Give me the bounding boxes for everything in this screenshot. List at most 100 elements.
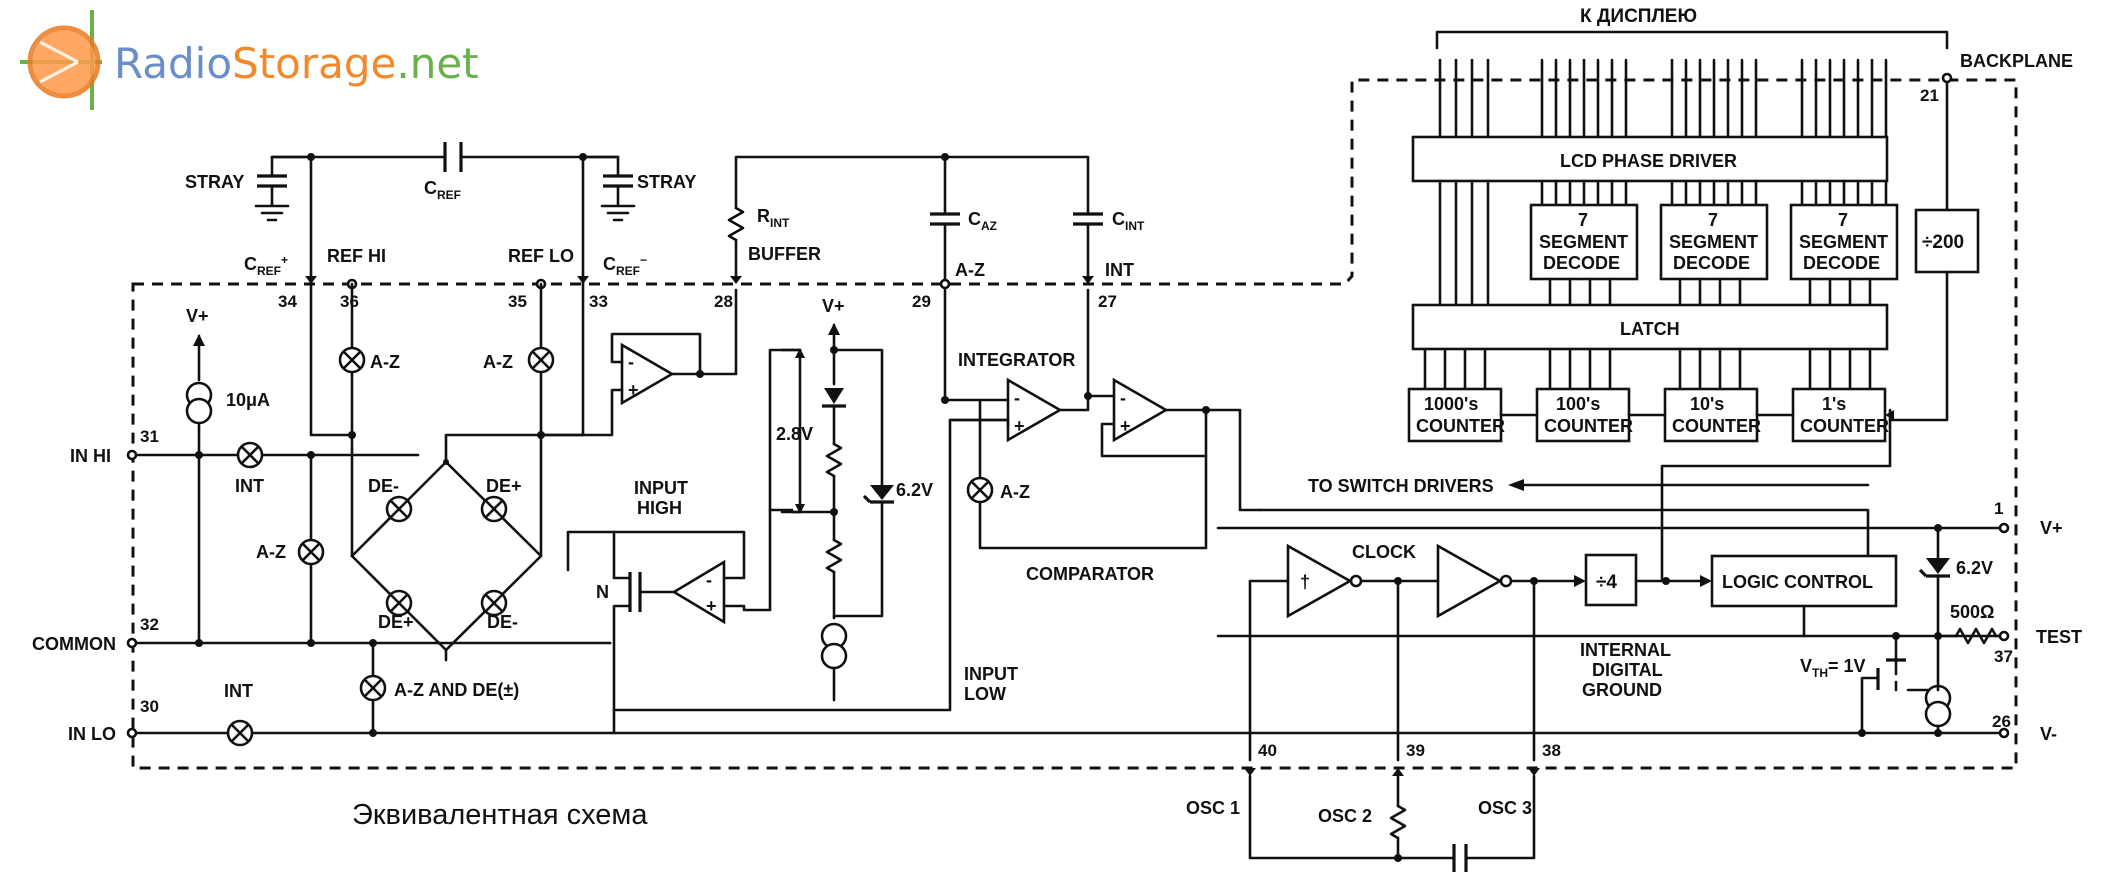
osc-external	[1244, 768, 1540, 872]
label-vplus-ref: V+	[822, 296, 845, 316]
pin-39: 39	[1406, 741, 1425, 760]
pin-34: 34	[278, 292, 297, 311]
counter-blocks: 1000's COUNTER 100's COUNTER 10's COUNTE…	[1407, 387, 1894, 443]
pin-26: 26	[1992, 712, 2011, 731]
label-input-high-1: INPUT	[634, 478, 688, 498]
label-test: TEST	[2036, 627, 2082, 647]
display-bus-lines	[1438, 58, 1888, 145]
label-osc2: OSC 2	[1318, 806, 1372, 826]
label-cref-minus: CREF−	[603, 253, 647, 278]
label-az-reflo: A-Z	[483, 352, 513, 372]
label-in-hi: IN HI	[70, 446, 111, 466]
label-stray-left: STRAY	[185, 172, 244, 192]
pin-30: 30	[140, 697, 159, 716]
label-internal-3: GROUND	[1582, 680, 1662, 700]
label-internal-2: DIGITAL	[1592, 660, 1663, 680]
seg1-line2: DECODE	[1543, 253, 1620, 273]
seg2-num: 7	[1708, 210, 1718, 230]
cnt1-l2: COUNTER	[1800, 416, 1889, 436]
seg3-num: 7	[1838, 210, 1848, 230]
de-bridge	[309, 281, 585, 662]
label-de-minus-2: DE-	[487, 612, 518, 632]
svg-text:+: +	[628, 380, 639, 400]
backplane-pin	[1941, 72, 1953, 84]
svg-text:-: -	[706, 570, 712, 590]
label-vth: VTH= 1V	[1800, 656, 1866, 680]
svg-text:+: +	[706, 596, 717, 616]
label-int-switch: INT	[235, 476, 264, 496]
pin-1: 1	[1994, 499, 2003, 518]
pin-32: 32	[140, 615, 159, 634]
watermark-radio: Radio	[114, 39, 232, 88]
label-backplane: BACKPLANE	[1960, 51, 2073, 71]
cnt10-l1: 10's	[1690, 394, 1724, 414]
label-de-plus-1: DE+	[486, 476, 522, 496]
cnt100-l1: 100's	[1556, 394, 1600, 414]
label-cint: CINT	[1112, 209, 1145, 233]
seg1-num: 7	[1578, 210, 1588, 230]
label-caz: CAZ	[968, 209, 997, 233]
label-6-2v-ref: 6.2V	[896, 480, 933, 500]
label-n: N	[596, 582, 609, 602]
label-stray-right: STRAY	[637, 172, 696, 192]
seg2-line2: DECODE	[1673, 253, 1750, 273]
latch-counter-links	[1423, 347, 1872, 391]
label-vplus-right: V+	[2040, 518, 2063, 538]
lcd-phase-driver-block	[1411, 135, 1889, 183]
label-vplus-left: V+	[186, 306, 209, 326]
label-common: COMMON	[32, 634, 116, 654]
integrator-comparator: - + - +	[941, 288, 1262, 550]
pin-37: 37	[1994, 647, 2013, 666]
pin-36: 36	[340, 292, 359, 311]
reference-network	[254, 142, 636, 285]
label-logic-control: LOGIC CONTROL	[1722, 572, 1873, 592]
label-az-integrator: A-Z	[1000, 482, 1030, 502]
label-div200: ÷200	[1922, 232, 1964, 253]
label-to-display: К ДИСПЛЕЮ	[1580, 6, 1697, 27]
label-in-lo: IN LO	[68, 724, 116, 744]
pin-38: 38	[1542, 741, 1561, 760]
watermark-storage: Storage	[232, 39, 396, 88]
label-osc3: OSC 3	[1478, 798, 1532, 818]
svg-text:-: -	[1120, 388, 1126, 408]
label-comparator: COMPARATOR	[1026, 564, 1154, 584]
label-10ua: 10μA	[226, 390, 270, 410]
label-az-switch: A-Z	[256, 542, 286, 562]
label-ref-lo: REF LO	[508, 246, 574, 266]
label-vminus: V-	[2040, 724, 2057, 744]
seg1-line1: SEGMENT	[1539, 232, 1628, 252]
display-brace	[1435, 30, 1949, 50]
seg2-line1: SEGMENT	[1669, 232, 1758, 252]
vref-network	[768, 323, 894, 702]
label-latch: LATCH	[1620, 319, 1680, 339]
external-rint-caz-cint	[727, 153, 1103, 282]
segment-decode-blocks: 7 SEGMENT DECODE 7 SEGMENT DECODE 7 SEGM…	[1438, 179, 1899, 307]
label-6-2v-right: 6.2V	[1956, 558, 1993, 578]
cnt1-l1: 1's	[1822, 394, 1846, 414]
label-az-de: A-Z AND DE(±)	[394, 680, 519, 700]
pin-40: 40	[1258, 741, 1277, 760]
cnt10-l2: COUNTER	[1672, 416, 1761, 436]
pin-27: 27	[1098, 292, 1117, 311]
svg-text:RadioStorage.net: RadioStorage.net	[114, 39, 479, 88]
cnt1000-l1: 1000's	[1424, 394, 1478, 414]
label-az-refhi: A-Z	[370, 352, 400, 372]
label-cref: CREF	[424, 178, 461, 202]
input-high-stage: - +	[566, 418, 1012, 735]
label-input-low-1: INPUT	[964, 664, 1018, 684]
label-2-8v: 2.8V	[776, 424, 813, 444]
to-switch-drivers	[1258, 418, 1892, 582]
label-to-switch: TO SWITCH DRIVERS	[1308, 476, 1494, 496]
seg3-line1: SEGMENT	[1799, 232, 1888, 252]
label-az-pin: A-Z	[955, 260, 985, 280]
svg-text:-: -	[1014, 388, 1020, 408]
label-integrator: INTEGRATOR	[958, 350, 1075, 370]
watermark-net: .net	[396, 39, 478, 88]
label-buffer: BUFFER	[748, 244, 821, 264]
pin-29: 29	[912, 292, 931, 311]
label-int-inlo: INT	[224, 681, 253, 701]
pin-35: 35	[508, 292, 527, 311]
label-rint: RINT	[757, 206, 790, 230]
pin-33: 33	[589, 292, 608, 311]
label-input-high-2: HIGH	[637, 498, 682, 518]
